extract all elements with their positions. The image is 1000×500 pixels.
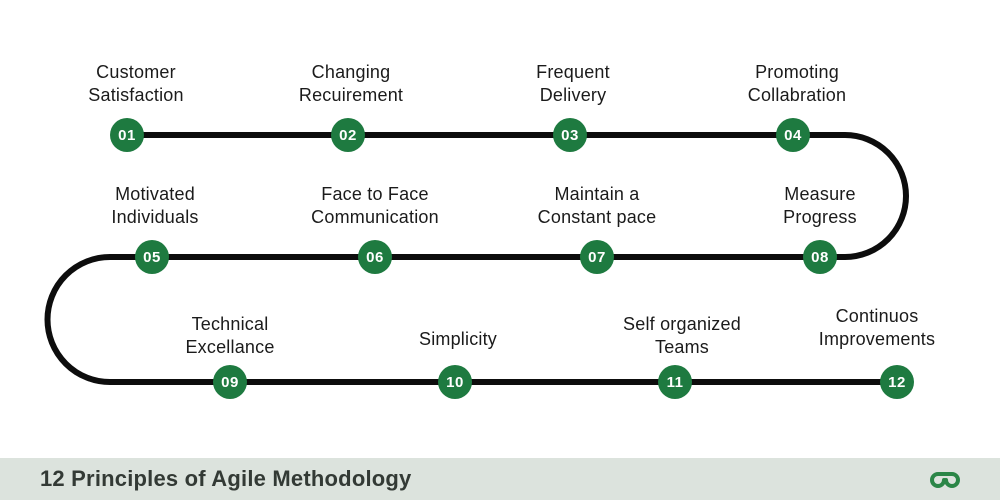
step-badge-04: 04 (776, 118, 810, 152)
step-label-01: Customer Satisfaction (88, 62, 184, 105)
footer-title: 12 Principles of Agile Methodology (40, 466, 412, 491)
step-badge-03: 03 (553, 118, 587, 152)
step-badge-08: 08 (803, 240, 837, 274)
step-label-02: Changing Recuirement (298, 62, 404, 105)
footer-bar: 12 Principles of Agile Methodology (0, 458, 1000, 500)
step-badge-01: 01 (110, 118, 144, 152)
step-label-10: Simplicity (418, 329, 498, 349)
step-badge-05: 05 (135, 240, 169, 274)
step-label-04: Promoting Collabration (747, 62, 847, 105)
step-badge-10: 10 (438, 365, 472, 399)
step-badge-07: 07 (580, 240, 614, 274)
geeksforgeeks-logo-icon (930, 472, 960, 488)
step-label-11: Self organized Teams (623, 314, 741, 357)
step-label-05: Motivated Individuals (111, 184, 199, 227)
step-label-12: Continuos Improvements (818, 306, 936, 349)
step-badge-02: 02 (331, 118, 365, 152)
step-badge-11: 11 (658, 365, 692, 399)
step-label-08: Measure Progress (783, 184, 857, 227)
step-label-03: Frequent Delivery (536, 62, 610, 105)
step-label-09: Technical Excellance (185, 314, 275, 357)
step-badge-09: 09 (213, 365, 247, 399)
step-label-07: Maintain a Constant pace (537, 184, 657, 227)
step-badge-06: 06 (358, 240, 392, 274)
step-badge-12: 12 (880, 365, 914, 399)
step-label-06: Face to Face Communication (311, 184, 439, 227)
